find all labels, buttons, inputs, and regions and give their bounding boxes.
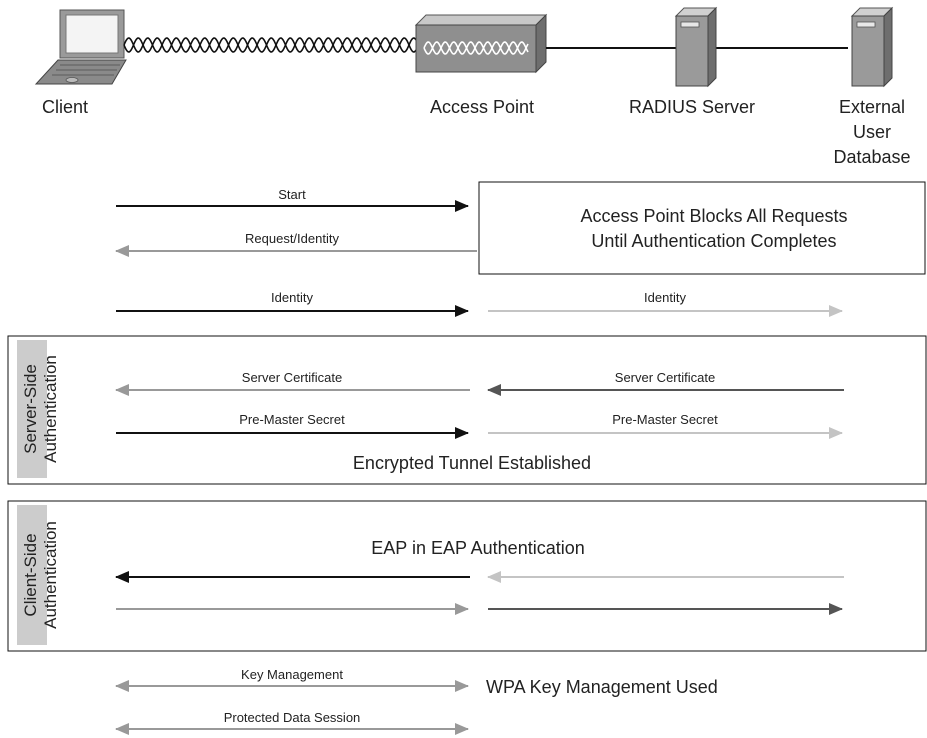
server-side-section: [7, 335, 927, 485]
ap-blocks-box: [478, 181, 926, 275]
client-label: Client: [42, 97, 88, 117]
server-side-title-line1: Server-Side: [21, 364, 40, 454]
ap-blocks-note-line1: Access Point Blocks All Requests: [580, 206, 847, 226]
external-db-label-line2: User: [853, 122, 891, 142]
protected-data-label: Protected Data Session: [224, 710, 361, 725]
eap-in-eap-note: EAP in EAP Authentication: [371, 538, 585, 558]
identity-left-label: Identity: [271, 290, 313, 305]
server-side-title-line2: Authentication: [41, 355, 60, 463]
external-db-label-line1: External: [839, 97, 905, 117]
request-identity-label: Request/Identity: [245, 231, 339, 246]
pre-master-right-label: Pre-Master Secret: [612, 412, 718, 427]
server-side-tab: [17, 340, 47, 478]
database-server-icon: [850, 6, 894, 88]
access-point-label: Access Point: [430, 97, 534, 117]
key-management-label: Key Management: [241, 667, 343, 682]
client-side-title-line1: Client-Side: [21, 533, 40, 616]
access-point-icon: [414, 13, 548, 74]
server-cert-left-label: Server Certificate: [242, 370, 342, 385]
identity-right-label: Identity: [644, 290, 686, 305]
client-side-tab: [17, 505, 47, 645]
pre-master-left-label: Pre-Master Secret: [239, 412, 345, 427]
wireless-link: [123, 37, 417, 53]
wpa-key-management-note: WPA Key Management Used: [486, 677, 718, 697]
client-side-title-line2: Authentication: [41, 521, 60, 629]
radius-server-icon: [674, 6, 718, 88]
server-cert-right-label: Server Certificate: [615, 370, 715, 385]
external-db-label-line3: Database: [833, 147, 910, 167]
laptop-icon: [34, 9, 127, 85]
start-label: Start: [278, 187, 306, 202]
client-side-section: [7, 500, 927, 652]
encrypted-tunnel-note: Encrypted Tunnel Established: [353, 453, 591, 473]
radius-server-label: RADIUS Server: [629, 97, 755, 117]
ap-blocks-note-line2: Until Authentication Completes: [591, 231, 836, 251]
